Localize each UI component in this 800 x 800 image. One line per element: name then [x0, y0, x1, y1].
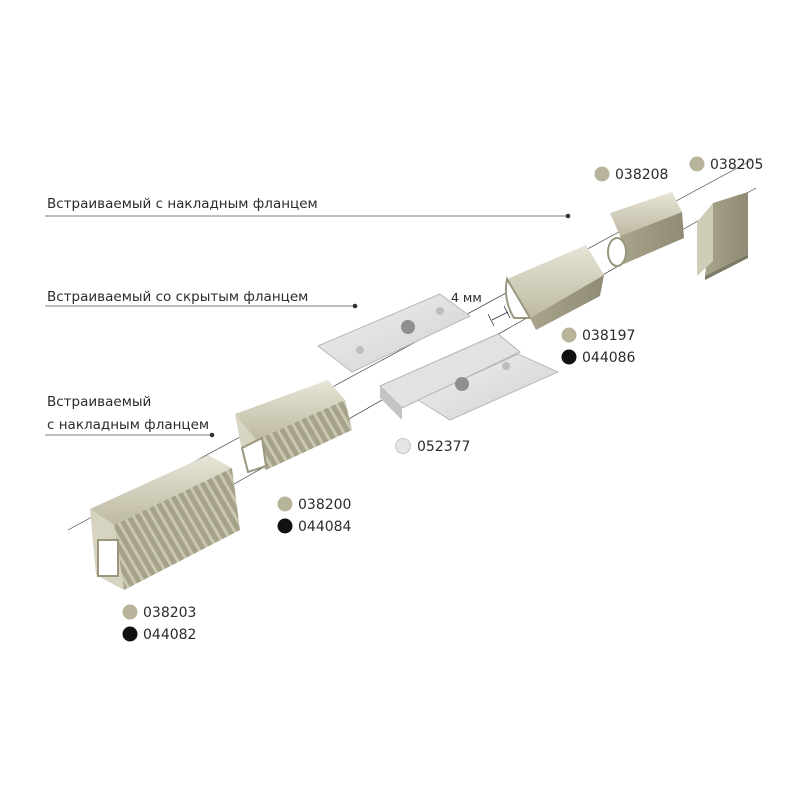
label-top: Встраиваемый с накладным фланцем: [47, 196, 318, 212]
color-swatch: [277, 518, 293, 534]
part-038203: 038203: [122, 604, 196, 621]
part-code: 038203: [143, 605, 196, 621]
profile-038197: [504, 245, 604, 330]
part-code: 044082: [143, 627, 196, 643]
part-052377: 052377: [395, 438, 470, 455]
part-code: 052377: [417, 439, 470, 455]
part-038197: 038197: [561, 327, 635, 344]
label-bottom-line2: с накладным фланцем: [47, 417, 209, 433]
part-code: 038208: [615, 167, 668, 183]
leader-dots: [209, 213, 571, 438]
profile-038200: [235, 380, 352, 474]
part-044082: 044082: [122, 626, 196, 643]
color-swatch: [122, 626, 138, 642]
part-038205: 038205: [689, 156, 763, 173]
part-038208: 038208: [594, 166, 668, 183]
color-swatch: [395, 438, 411, 454]
mounting-plate-upper: [317, 293, 471, 373]
color-swatch: [122, 604, 138, 620]
part-044084: 044084: [277, 518, 352, 535]
part-code: 038200: [298, 497, 351, 513]
profile-038203: [90, 455, 240, 590]
mounting-channel: [379, 333, 521, 420]
profile-038208: [607, 192, 684, 267]
leader-lines: [45, 215, 568, 436]
label-middle: Встраиваемый со скрытым фланцем: [47, 289, 308, 305]
label-bottom-line1: Встраиваемый: [47, 394, 151, 410]
part-038200: 038200: [277, 496, 351, 513]
part-code: 038197: [582, 328, 635, 344]
color-swatch: [277, 496, 293, 512]
part-code: 044084: [298, 519, 352, 535]
color-swatch: [594, 166, 610, 182]
dimension-label: 4 мм: [451, 290, 482, 305]
color-swatch: [561, 349, 577, 365]
dimension-mark: [487, 305, 511, 327]
end-clip-038205: [697, 192, 748, 280]
color-swatch: [689, 156, 705, 172]
color-swatch: [561, 327, 577, 343]
part-code: 044086: [582, 350, 636, 366]
part-code: 038205: [710, 157, 763, 173]
part-044086: 044086: [561, 349, 636, 366]
mounting-plate-lower: [416, 353, 560, 421]
